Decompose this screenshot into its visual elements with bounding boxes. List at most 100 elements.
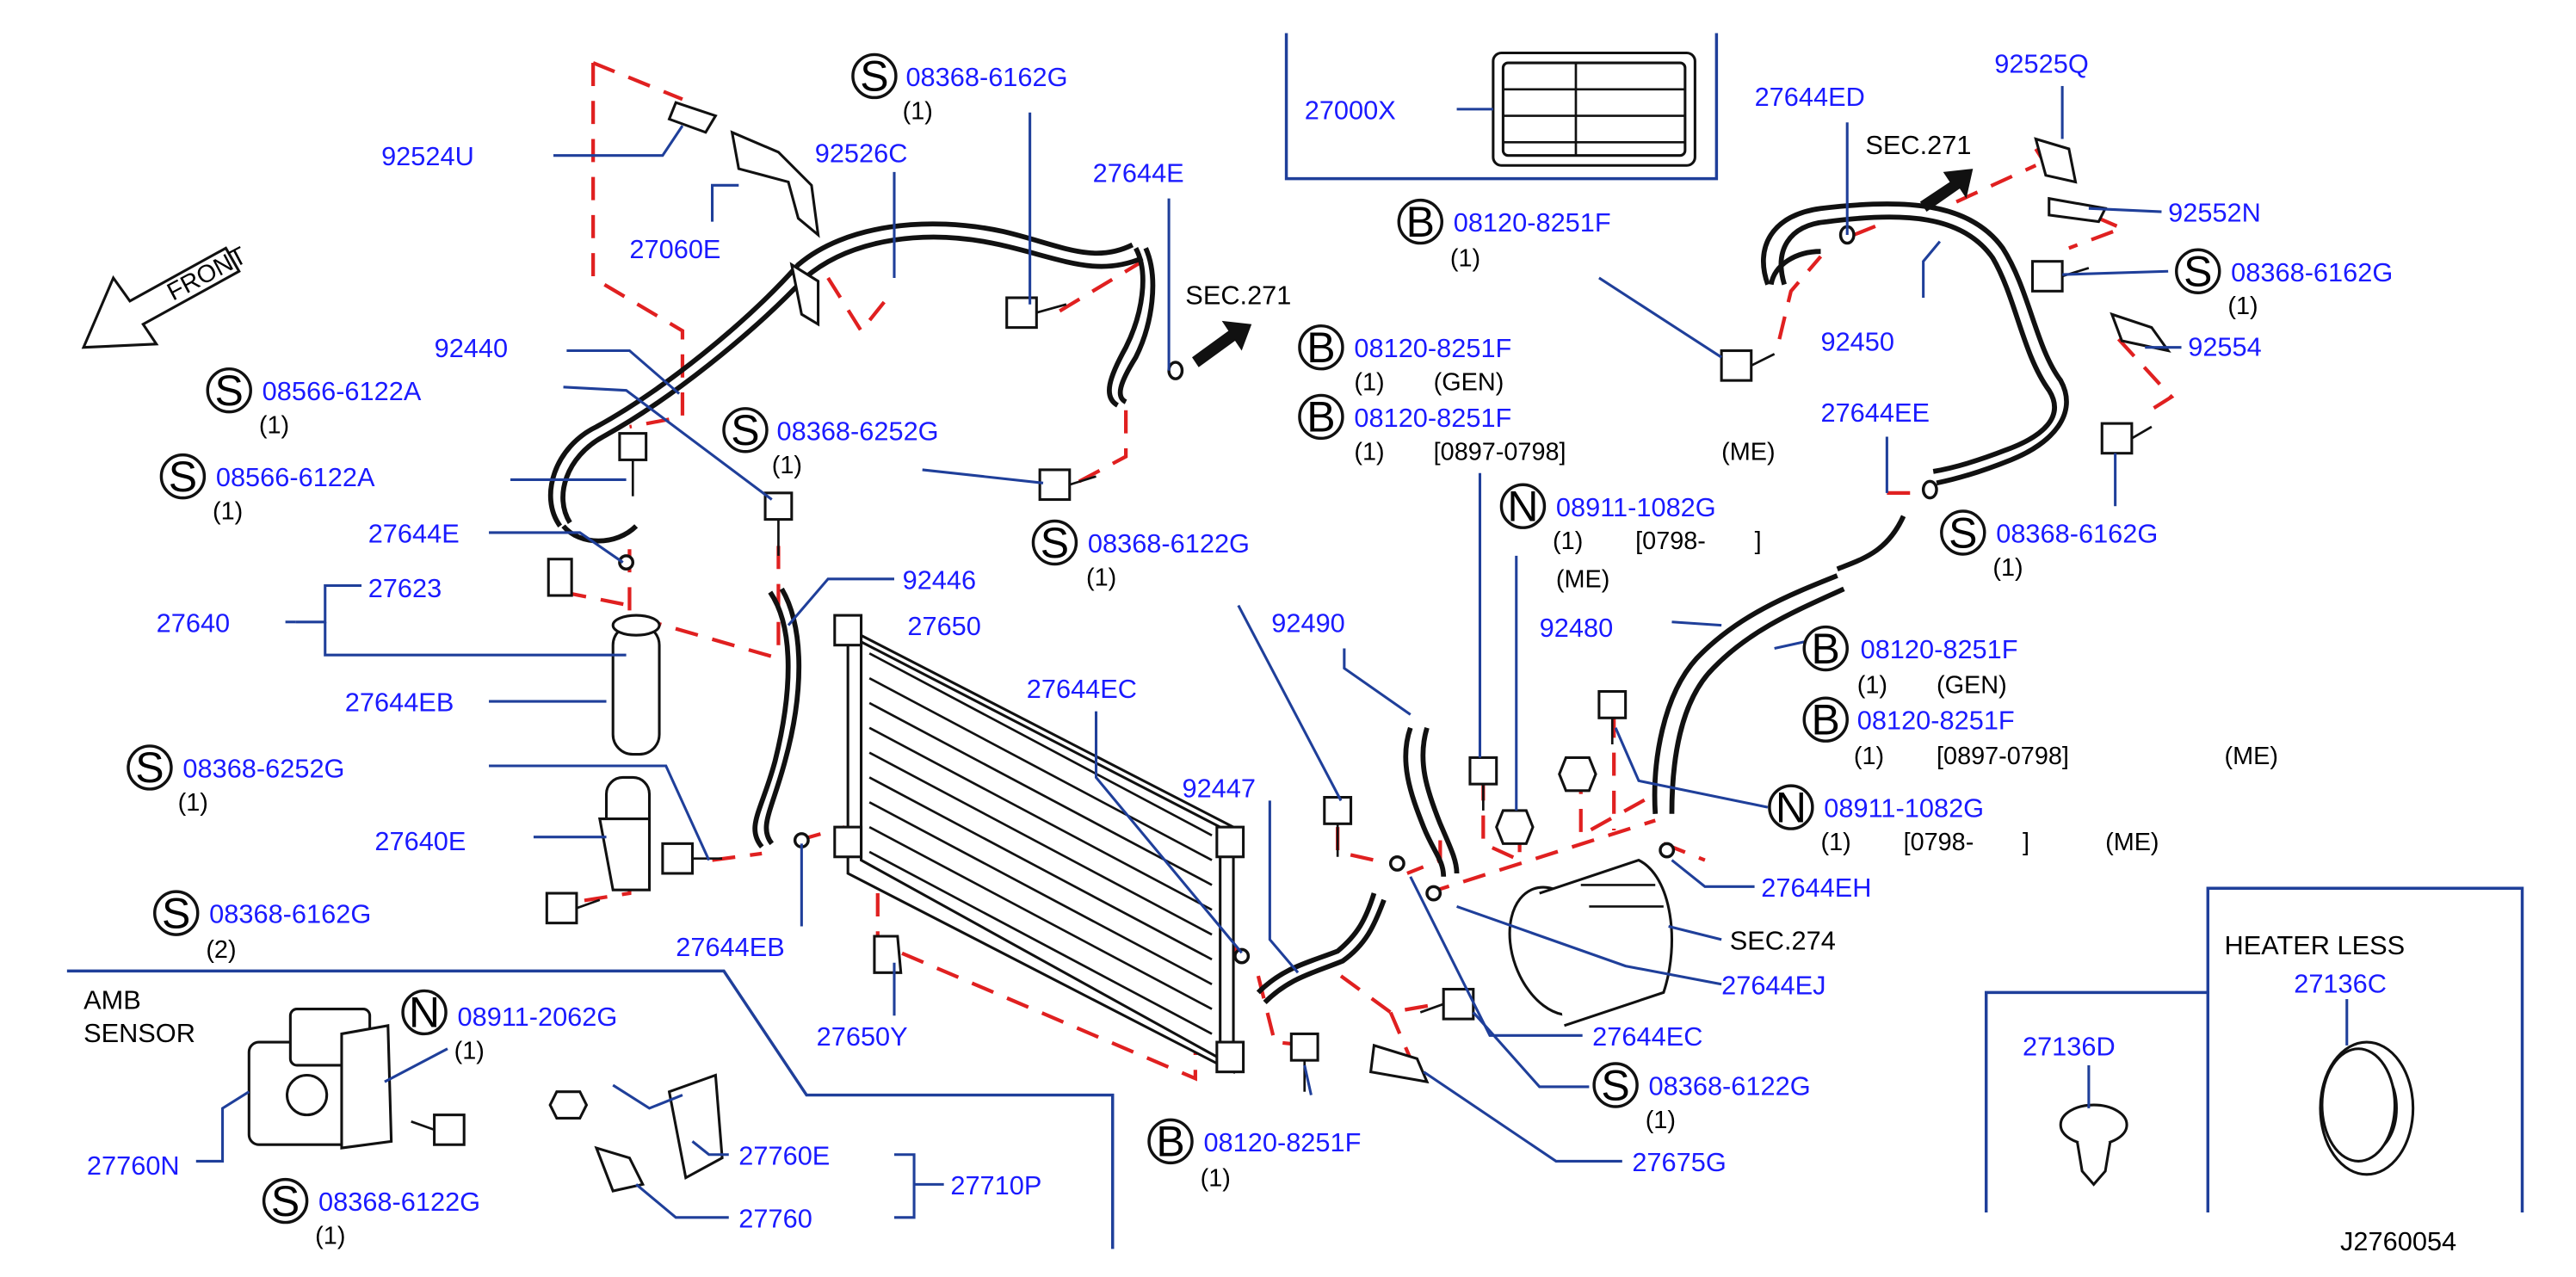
- part-label: 27644E: [368, 519, 460, 549]
- date-range: [0897-0798]: [1937, 743, 2069, 770]
- quantity: (1): [454, 1037, 485, 1064]
- part-label: 08368-6122G: [1649, 1071, 1811, 1101]
- part-label: 92524U: [381, 141, 474, 171]
- part-label: 27760E: [738, 1140, 830, 1170]
- part-label: 27644EH: [1761, 873, 1871, 903]
- label-plate: [1492, 51, 1696, 167]
- part-label: 08566-6122A: [216, 462, 375, 492]
- sensor-label: SENSOR: [83, 1018, 195, 1048]
- amb-sensor: [247, 1008, 393, 1150]
- leader-lines: [195, 85, 2349, 1219]
- sec-label: SEC.271: [1185, 281, 1291, 311]
- svg-text:B: B: [1406, 198, 1435, 246]
- part-label: 08368-6122G: [318, 1187, 480, 1217]
- part-label: 27136D: [2023, 1031, 2116, 1061]
- part-label: 92447: [1182, 774, 1256, 804]
- part-label: 27640: [157, 608, 231, 638]
- svg-text:B: B: [1307, 324, 1335, 372]
- svg-text:S: S: [731, 406, 759, 454]
- badge-s: S: [153, 889, 200, 937]
- badge-b: B: [1802, 625, 1849, 673]
- svg-text:S: S: [215, 367, 244, 415]
- quantity: (1): [1354, 438, 1384, 466]
- badge-s: S: [262, 1177, 309, 1225]
- quantity: (1): [1553, 527, 1583, 555]
- part-label: 08368-6162G: [1996, 519, 2158, 549]
- part-label: 27760N: [87, 1151, 180, 1181]
- part-label: 08120-8251F: [1354, 403, 1511, 433]
- part-label: 92526C: [815, 138, 908, 168]
- quantity: (1): [315, 1223, 345, 1250]
- clip: [2059, 1103, 2128, 1187]
- brackets: [594, 101, 2171, 1193]
- me-note: (ME): [2105, 829, 2159, 856]
- part-label: 27644EB: [345, 688, 454, 718]
- svg-text:S: S: [135, 743, 164, 792]
- svg-text:N: N: [1776, 783, 1807, 831]
- part-label: 08566-6122A: [263, 376, 422, 406]
- svg-text:B: B: [1812, 695, 1840, 743]
- svg-text:B: B: [1156, 1118, 1184, 1166]
- sec-label: SEC.274: [1730, 925, 1836, 955]
- date-close: ]: [2023, 829, 2029, 856]
- badges: S S S S S S S S S S S B B B B B B N N N: [127, 52, 2221, 1225]
- me-note: (ME): [1556, 565, 1609, 593]
- part-label: 27640E: [374, 826, 466, 856]
- amb-label: AMB: [83, 985, 141, 1015]
- compressor: [1508, 858, 1673, 1027]
- diagram-id: J2760054: [2340, 1226, 2456, 1256]
- o-rings: [618, 225, 1938, 965]
- svg-text:S: S: [162, 889, 190, 937]
- part-label: 08120-8251F: [1354, 333, 1511, 363]
- grommet: [2319, 1040, 2415, 1176]
- part-label: 08120-8251F: [1857, 706, 2015, 736]
- quantity: (1): [213, 498, 243, 526]
- part-label: 27644EE: [1820, 398, 1930, 428]
- badge-n: N: [1499, 483, 1547, 531]
- badge-b: B: [1298, 324, 1344, 372]
- svg-text:S: S: [169, 453, 197, 501]
- badge-n: N: [401, 989, 448, 1037]
- svg-text:B: B: [1812, 625, 1840, 673]
- part-label: 08120-8251F: [1203, 1127, 1361, 1157]
- part-label: 27650: [907, 611, 981, 641]
- svg-text:S: S: [860, 52, 888, 101]
- quantity: (1): [903, 97, 933, 125]
- svg-text:S: S: [1601, 1061, 1629, 1109]
- part-label: 08911-2062G: [458, 1002, 618, 1032]
- svg-text:S: S: [271, 1177, 300, 1225]
- badge-s: S: [206, 367, 252, 415]
- quantity: (1): [1854, 743, 1884, 770]
- part-label: 27650Y: [817, 1021, 908, 1052]
- quantity: (1): [1820, 829, 1850, 856]
- badge-s: S: [127, 743, 173, 792]
- quantity: (1): [1646, 1107, 1676, 1134]
- quantity: (1): [1086, 564, 1116, 591]
- part-label: 27710P: [950, 1170, 1041, 1200]
- frame-lines: [66, 33, 2524, 1249]
- part-label: 08911-1082G: [1824, 793, 1984, 824]
- svg-text:N: N: [1507, 483, 1538, 531]
- sec271-arrow-icon: [1192, 320, 1252, 367]
- part-label: 92480: [1540, 613, 1614, 643]
- quantity: (1): [1201, 1164, 1231, 1192]
- part-label: 08368-6252G: [182, 753, 344, 783]
- badge-b: B: [1298, 393, 1344, 441]
- front-arrow-icon: [81, 246, 241, 349]
- part-label: 08368-6162G: [2231, 257, 2393, 287]
- part-label: 27760: [738, 1203, 812, 1233]
- svg-text:S: S: [1949, 509, 1977, 557]
- part-label: 08368-6252G: [777, 416, 939, 446]
- part-label: 27644EC: [1027, 674, 1137, 704]
- part-label: 92552N: [2168, 198, 2261, 228]
- pressure-switch: [547, 558, 573, 597]
- part-label: 92446: [903, 564, 977, 595]
- part-label: 92490: [1271, 608, 1345, 638]
- svg-text:N: N: [409, 989, 440, 1037]
- quantity: (2): [206, 936, 236, 964]
- part-label: 27644ED: [1755, 82, 1865, 112]
- part-label: 08120-8251F: [1861, 634, 2018, 664]
- components: [81, 51, 2415, 1193]
- date-range: [0798-: [1635, 527, 1706, 555]
